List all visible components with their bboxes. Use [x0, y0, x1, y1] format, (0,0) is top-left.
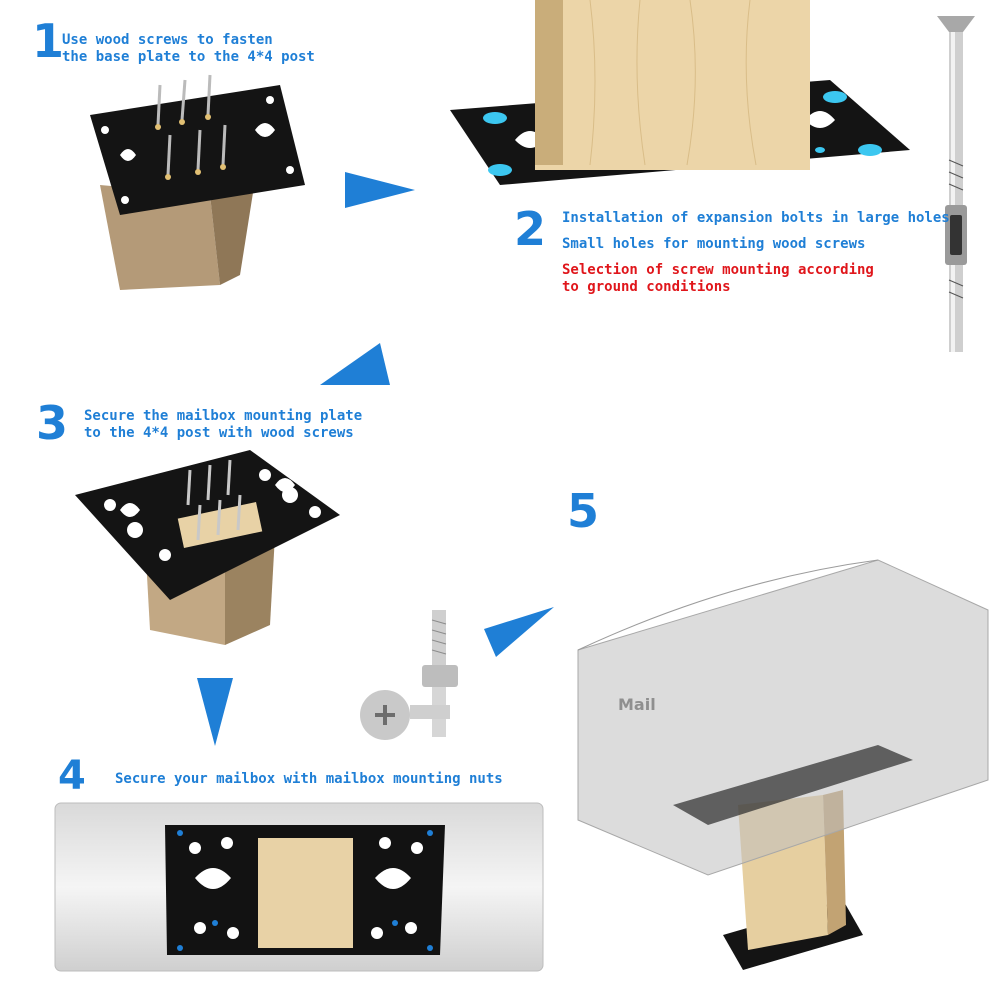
mailbox-body: [577, 559, 989, 876]
step-2-warning: Selection of screw mounting according to…: [562, 262, 874, 296]
step-4-number: 4: [58, 753, 86, 799]
step-5-illustration: Mail: [577, 559, 989, 970]
step-2-illustration: [450, 0, 910, 185]
mailbox-label: Mail: [618, 695, 656, 714]
wood-post: [535, 0, 810, 170]
step-2-warning-line-1: Selection of screw mounting according: [562, 262, 874, 278]
step-4-illustration: [54, 802, 544, 972]
step-1-number: 1: [32, 14, 65, 68]
step-3-illustration: [75, 450, 340, 645]
step-1-instruction: Use wood screws to fasten the base plate…: [62, 32, 315, 66]
wood-post-side: [210, 180, 255, 285]
arrow-down-icon: [197, 678, 233, 746]
step-1-line-1: Use wood screws to fasten: [62, 32, 273, 48]
step-2-line-2: Small holes for mounting wood screws: [562, 236, 866, 252]
step-2-instruction: Installation of expansion bolts in large…: [562, 210, 950, 253]
wood-post-top: [258, 838, 353, 948]
step-3-line-2: to the 4*4 post with wood screws: [84, 425, 354, 441]
step-3-number: 3: [36, 396, 69, 450]
step-4-instruction: Secure your mailbox with mailbox mountin…: [115, 771, 503, 788]
step-3-line-1: Secure the mailbox mounting plate: [84, 408, 363, 424]
step-5-number: 5: [567, 484, 600, 538]
arrow-down-left-icon: [320, 343, 390, 385]
step-2-number: 2: [514, 202, 547, 256]
step-1-illustration: [90, 74, 305, 290]
mounting-nuts-illustration: [360, 610, 458, 740]
arrow-right-icon: [345, 172, 415, 208]
arrow-left-icon: [484, 607, 554, 657]
mailbox-mounting-plate: [673, 745, 913, 825]
expansion-bolt-illustration: [937, 16, 975, 352]
wood-screws: [156, 74, 227, 176]
step-2-warning-line-2: to ground conditions: [562, 279, 731, 295]
step-2-line-1: Installation of expansion bolts in large…: [562, 210, 950, 226]
step-1-line-2: the base plate to the 4*4 post: [62, 49, 315, 65]
step-4-line-1: Secure your mailbox with mailbox mountin…: [115, 771, 503, 787]
step-3-instruction: Secure the mailbox mounting plate to the…: [84, 408, 362, 442]
